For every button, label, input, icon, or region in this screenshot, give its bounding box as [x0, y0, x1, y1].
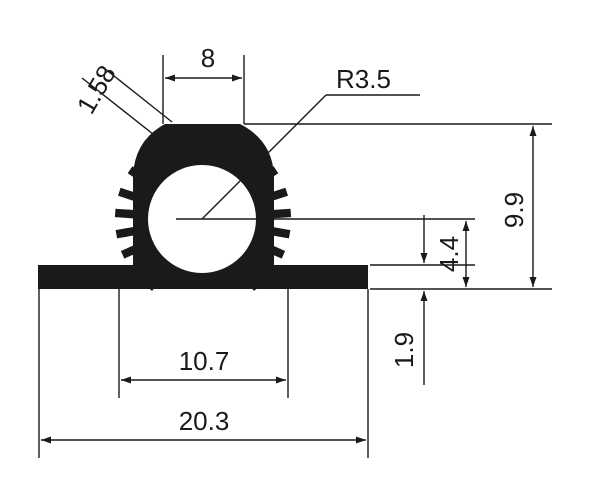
dimension-radius: R3.5: [201, 64, 420, 220]
fin: [220, 134, 237, 163]
dimension-total-width: 20.3: [38, 289, 369, 458]
fin: [131, 253, 157, 277]
fin: [145, 147, 169, 173]
top-width-label: 8: [201, 43, 215, 73]
radius-label: R3.5: [336, 64, 391, 94]
fin: [264, 208, 292, 219]
fin: [249, 253, 275, 277]
fin: [237, 147, 261, 173]
fin: [237, 265, 261, 291]
fin: [127, 166, 154, 188]
fin: [120, 240, 149, 259]
base-thickness-label: 1.9: [389, 332, 419, 368]
chamfer-label: 1.58: [71, 60, 122, 119]
fin: [118, 187, 146, 204]
dimension-inner-width: 10.7: [118, 289, 289, 398]
dimension-center-height: 4.4: [434, 221, 470, 287]
fin: [114, 208, 142, 219]
fin: [260, 187, 288, 204]
fin: [169, 134, 186, 163]
dimension-total-height: 9.9: [499, 126, 537, 287]
center-height-label: 4.4: [434, 236, 464, 272]
total-width-label: 20.3: [179, 406, 230, 436]
dimension-chamfer: 1.58: [71, 60, 173, 139]
fin: [115, 225, 143, 239]
heat-sink-fins: [114, 134, 292, 291]
profile-shape: [38, 124, 368, 291]
fin: [145, 265, 169, 291]
inner-width-label: 10.7: [179, 346, 230, 376]
fin: [263, 225, 291, 239]
dimension-base-thickness: 1.9: [389, 215, 428, 385]
dimension-top-width: 8: [162, 43, 245, 124]
total-height-label: 9.9: [499, 192, 529, 228]
fin: [252, 166, 279, 188]
fin: [257, 240, 286, 259]
